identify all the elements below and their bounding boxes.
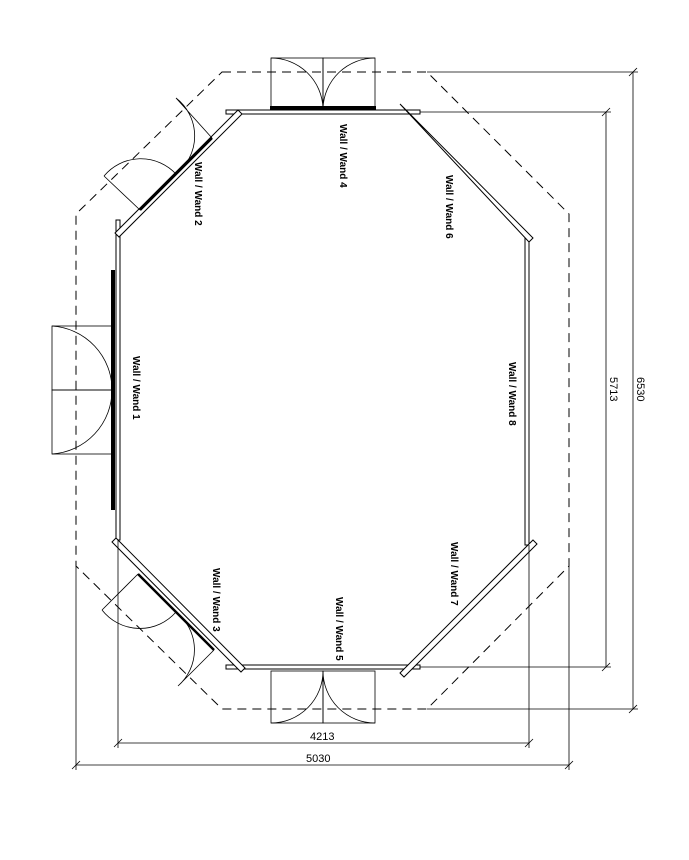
walls: [111, 103, 538, 678]
wall-2-label: Wall / Wand 2: [192, 162, 203, 226]
wall-7: [399, 539, 538, 678]
wall-1-door-frame: [111, 270, 115, 510]
wall-7-label: Wall / Wand 7: [448, 542, 459, 606]
dimension-inner-width: [113, 540, 534, 748]
wall-8-label: Wall / Wand 8: [506, 362, 517, 426]
inner-width-label: 4213: [310, 731, 334, 743]
inner-height-label: 5713: [607, 377, 619, 401]
door-wall-2: [103, 97, 213, 211]
wall-4-label: Wall / Wand 4: [337, 124, 348, 188]
wall-2: [114, 109, 243, 238]
wall-8: [524, 234, 530, 546]
wall-1-label: Wall / Wand 1: [130, 356, 141, 420]
wall-5-label: Wall / Wand 5: [333, 597, 344, 661]
wall-6-label: Wall / Wand 6: [443, 175, 454, 239]
dimension-outer-height: [427, 67, 638, 714]
door-wall-1: [51, 325, 113, 455]
dimension-inner-height: [420, 107, 611, 672]
roof-outline: [75, 71, 570, 710]
dimension-outer-width: [71, 566, 574, 770]
wall-6: [399, 103, 534, 243]
outer-width-label: 5030: [306, 753, 330, 765]
door-wall-5: [270, 670, 376, 724]
door-wall-3: [101, 573, 215, 687]
wall-4: [225, 109, 421, 115]
outer-height-label: 6530: [634, 377, 646, 401]
wall-1: [115, 219, 121, 541]
door-wall-4: [270, 57, 376, 109]
wall-3: [111, 537, 246, 673]
wall-3-label: Wall / Wand 3: [210, 568, 221, 632]
wall-5: [225, 664, 421, 670]
